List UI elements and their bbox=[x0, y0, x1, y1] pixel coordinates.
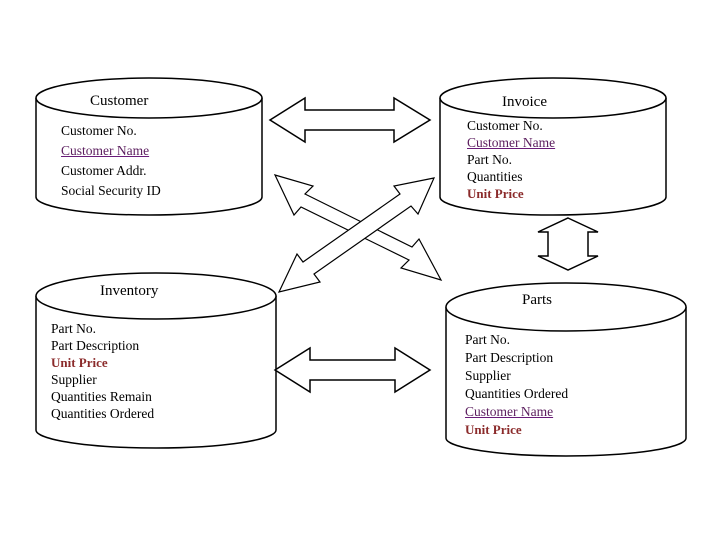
invoice-fields: Customer No. Customer Name Part No. Quan… bbox=[467, 117, 555, 202]
parts-field-link: Customer Name bbox=[465, 404, 554, 419]
parts-field-price: Unit Price bbox=[465, 422, 522, 437]
customer-field: Customer Addr. bbox=[61, 163, 147, 178]
inventory-field: Part Description bbox=[51, 338, 140, 353]
customer-invoice-arrow bbox=[268, 96, 432, 144]
invoice-title: Invoice bbox=[502, 94, 547, 110]
customer-title: Customer bbox=[90, 93, 149, 109]
invoice-parts-arrow bbox=[537, 217, 599, 271]
inventory-title: Inventory bbox=[100, 283, 159, 299]
customer-fields: Customer No. Customer Name Customer Addr… bbox=[61, 122, 161, 202]
parts-field: Supplier bbox=[465, 368, 511, 383]
inventory-field-price: Unit Price bbox=[51, 355, 108, 370]
customer-field-link: Customer Name bbox=[61, 143, 150, 158]
invoice-field: Quantities bbox=[467, 169, 523, 184]
invoice-cylinder bbox=[439, 77, 667, 216]
parts-cylinder bbox=[445, 282, 687, 457]
inventory-invoice-arrow bbox=[277, 177, 436, 293]
inventory-field: Quantities Remain bbox=[51, 389, 152, 404]
parts-field: Part No. bbox=[465, 332, 510, 347]
parts-fields: Part No. Part Description Supplier Quant… bbox=[465, 331, 568, 439]
invoice-field: Customer No. bbox=[467, 118, 543, 133]
inventory-field: Supplier bbox=[51, 372, 97, 387]
customer-cylinder bbox=[35, 77, 263, 216]
inventory-fields: Part No. Part Description Unit Price Sup… bbox=[51, 320, 154, 422]
parts-title: Parts bbox=[522, 292, 552, 308]
inventory-field: Part No. bbox=[51, 321, 96, 336]
invoice-field-link: Customer Name bbox=[467, 135, 556, 150]
inventory-parts-arrow bbox=[273, 346, 432, 394]
invoice-field-price: Unit Price bbox=[467, 186, 524, 201]
inventory-cylinder bbox=[35, 272, 277, 449]
parts-field: Part Description bbox=[465, 350, 554, 365]
customer-field: Customer No. bbox=[61, 123, 137, 138]
inventory-field: Quantities Ordered bbox=[51, 406, 155, 421]
invoice-field: Part No. bbox=[467, 152, 512, 167]
customer-field: Social Security ID bbox=[61, 183, 161, 198]
parts-field: Quantities Ordered bbox=[465, 386, 569, 401]
